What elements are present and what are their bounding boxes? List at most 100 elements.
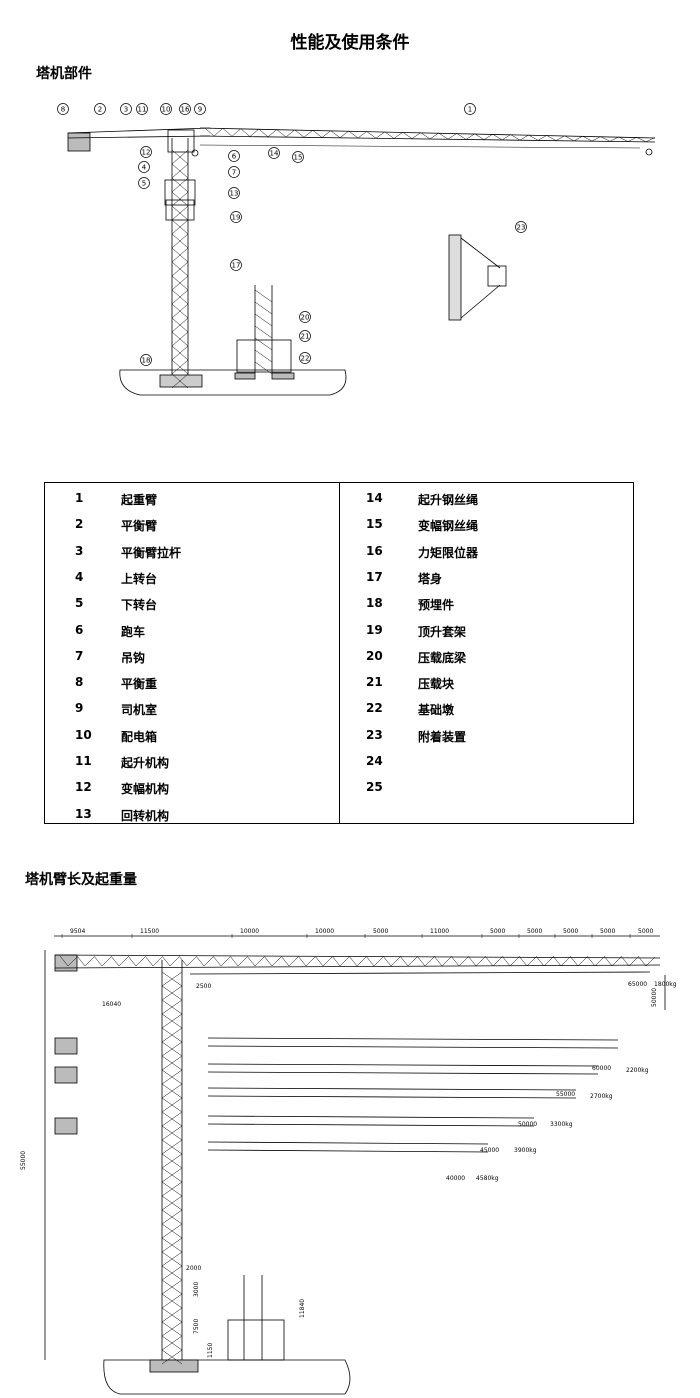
dimension-label: 55000 bbox=[20, 1151, 27, 1170]
part-number: 6 bbox=[75, 622, 84, 637]
part-number: 7 bbox=[75, 648, 84, 663]
section-title-parts: 塔机部件 bbox=[36, 66, 92, 82]
svg-text:3: 3 bbox=[124, 106, 128, 114]
part-number: 24 bbox=[366, 754, 383, 768]
part-number: 12 bbox=[75, 780, 92, 795]
part-number: 19 bbox=[366, 622, 383, 637]
svg-text:40000: 40000 bbox=[446, 1175, 465, 1182]
svg-text:21: 21 bbox=[301, 333, 310, 341]
svg-text:17: 17 bbox=[232, 262, 241, 270]
part-name: 力矩限位器 bbox=[418, 545, 479, 560]
callout-marker: 16 bbox=[179, 103, 191, 115]
part-number: 14 bbox=[366, 491, 383, 505]
part-name: 平衡臂 bbox=[121, 519, 158, 534]
part-name: 平衡臂拉杆 bbox=[121, 545, 182, 560]
part-name: 下转台 bbox=[121, 598, 158, 613]
svg-text:1: 1 bbox=[468, 106, 472, 114]
svg-text:2700kg: 2700kg bbox=[590, 1093, 613, 1100]
svg-text:55000: 55000 bbox=[556, 1091, 575, 1098]
part-number: 13 bbox=[75, 806, 92, 821]
callout-marker: 3 bbox=[120, 103, 132, 115]
section-title-jib: 塔机臂长及起重量 bbox=[25, 872, 137, 888]
svg-text:8: 8 bbox=[61, 106, 65, 114]
part-number: 10 bbox=[75, 727, 92, 742]
part-name: 起升机构 bbox=[121, 756, 170, 770]
callout-marker: 4 bbox=[138, 161, 150, 173]
part-number: 22 bbox=[366, 701, 383, 716]
dimension-label: 1150 bbox=[207, 1343, 214, 1358]
part-name: 上转台 bbox=[121, 571, 158, 586]
part-number: 18 bbox=[366, 596, 383, 611]
part-number: 20 bbox=[366, 648, 383, 663]
dimension-label: 5000 bbox=[527, 928, 542, 935]
dimension-label: 10000 bbox=[240, 928, 259, 935]
part-name: 变幅机构 bbox=[121, 782, 170, 797]
part-number: 3 bbox=[75, 543, 84, 558]
svg-text:15: 15 bbox=[294, 154, 303, 162]
dimension-label: 11000 bbox=[430, 928, 449, 935]
svg-text:16: 16 bbox=[181, 106, 190, 114]
part-name: 平衡重 bbox=[121, 677, 158, 692]
dimension-label: 16040 bbox=[102, 1001, 121, 1008]
svg-text:2200kg: 2200kg bbox=[626, 1067, 649, 1074]
callout-marker: 2 bbox=[94, 103, 106, 115]
callout-marker: 11 bbox=[136, 103, 148, 115]
callout-marker: 5 bbox=[138, 177, 150, 189]
callout-marker: 15 bbox=[292, 151, 304, 163]
part-name: 司机室 bbox=[121, 703, 158, 718]
part-name: 回转机构 bbox=[121, 808, 170, 823]
callout-marker: 19 bbox=[230, 211, 242, 223]
svg-text:45000: 45000 bbox=[480, 1147, 499, 1154]
svg-text:1800kg: 1800kg bbox=[654, 981, 677, 988]
part-number: 5 bbox=[75, 596, 84, 611]
part-name: 顶升套架 bbox=[418, 624, 467, 639]
load-label: 55000 2700kg bbox=[556, 1091, 613, 1100]
dimension-label: 9504 bbox=[70, 928, 85, 935]
part-number: 1 bbox=[75, 491, 84, 505]
dimension-label: 7500 bbox=[193, 1319, 200, 1334]
svg-text:19: 19 bbox=[232, 214, 241, 222]
svg-text:12: 12 bbox=[142, 149, 151, 157]
part-name: 塔身 bbox=[418, 571, 443, 586]
dimension-label: 2500 bbox=[196, 983, 211, 990]
load-label: 60000 2200kg bbox=[592, 1065, 649, 1074]
part-number: 9 bbox=[75, 701, 84, 716]
part-name: 附着装置 bbox=[418, 729, 467, 744]
svg-text:23: 23 bbox=[517, 224, 526, 232]
svg-text:60000: 60000 bbox=[592, 1065, 611, 1072]
svg-text:6: 6 bbox=[232, 153, 237, 161]
part-number: 4 bbox=[75, 569, 84, 584]
svg-text:20: 20 bbox=[301, 314, 310, 322]
callout-marker: 13 bbox=[228, 187, 240, 199]
part-name: 跑车 bbox=[121, 624, 146, 639]
part-number: 21 bbox=[366, 675, 383, 690]
svg-text:9: 9 bbox=[198, 106, 202, 114]
part-name: 预埋件 bbox=[418, 598, 455, 613]
callout-marker: 7 bbox=[228, 166, 240, 178]
svg-text:10: 10 bbox=[162, 106, 171, 114]
callout-marker: 1 bbox=[464, 103, 476, 115]
dimension-label: 10000 bbox=[315, 928, 334, 935]
callout-marker: 22 bbox=[299, 352, 311, 364]
part-name: 压载块 bbox=[418, 677, 455, 692]
part-name: 压载底梁 bbox=[418, 650, 467, 665]
callout-marker: 21 bbox=[299, 330, 311, 342]
part-number: 23 bbox=[366, 727, 383, 742]
part-number: 16 bbox=[366, 543, 383, 558]
part-name: 吊钩 bbox=[121, 650, 146, 665]
svg-text:13: 13 bbox=[230, 190, 239, 198]
svg-text:2: 2 bbox=[98, 106, 102, 114]
callout-marker: 6 bbox=[228, 150, 240, 162]
dimension-label: 11500 bbox=[140, 928, 159, 935]
svg-text:7: 7 bbox=[232, 169, 236, 177]
callout-marker: 23 bbox=[515, 221, 527, 233]
dimension-label: 50000 bbox=[651, 988, 658, 1007]
part-number: 17 bbox=[366, 569, 383, 584]
part-name: 变幅钢丝绳 bbox=[418, 519, 479, 534]
